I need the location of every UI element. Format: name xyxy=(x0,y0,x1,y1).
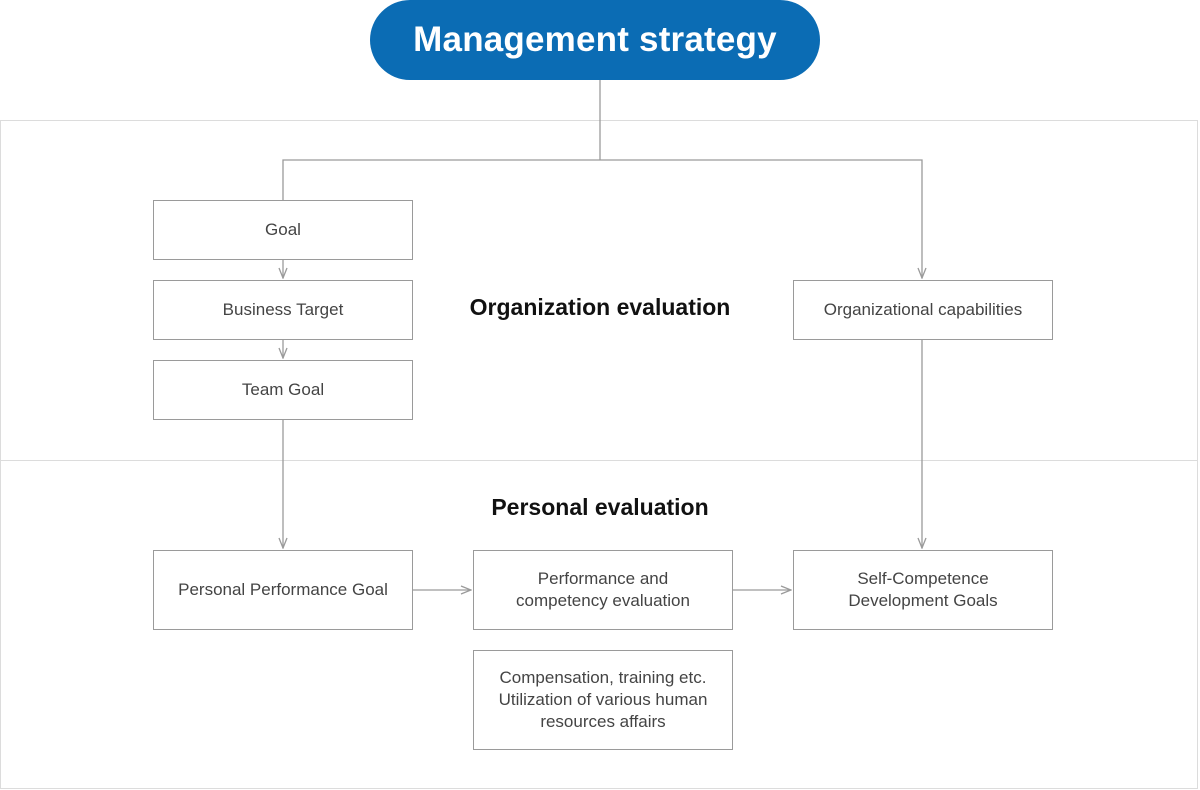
self-competence-box: Self-Competence Development Goals xyxy=(793,550,1053,630)
business-target-box: Business Target xyxy=(153,280,413,340)
organization-evaluation-heading: Organization evaluation xyxy=(469,294,731,320)
performance-evaluation-box: Performance and competency evaluation xyxy=(473,550,733,630)
team-goal-box: Team Goal xyxy=(153,360,413,420)
management-strategy-header: Management strategy xyxy=(370,0,820,80)
line-branch xyxy=(282,159,922,278)
goal-box: Goal xyxy=(153,200,413,260)
organizational-capabilities-box: Organizational capabilities xyxy=(793,280,1053,340)
personal-performance-goal-box: Personal Performance Goal xyxy=(153,550,413,630)
personal-evaluation-heading: Personal evaluation xyxy=(491,494,709,520)
compensation-box: Compensation, training etc. Utilization … xyxy=(473,650,733,750)
personal-section xyxy=(0,460,1198,789)
